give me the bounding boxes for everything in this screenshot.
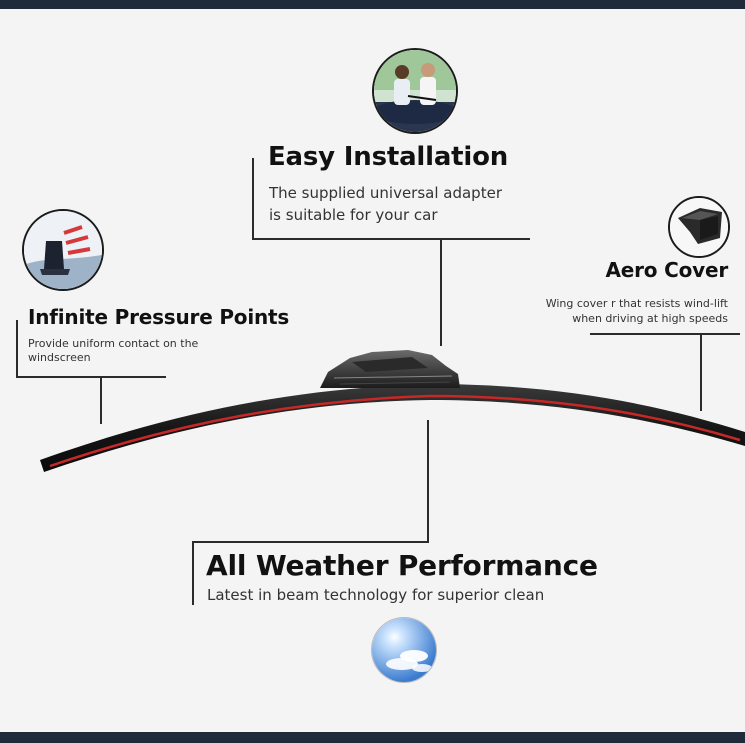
easy-installation-bracket-vertical <box>252 158 254 240</box>
pressure-bracket-horizontal <box>16 376 166 378</box>
easy-installation-title: Easy Installation <box>268 142 509 172</box>
bottom-frame-bar <box>0 732 745 743</box>
all-weather-description: Latest in beam technology for superior c… <box>207 586 545 604</box>
aero-cover-desc-line2: when driving at high speeds <box>572 312 728 325</box>
easy-installation-desc-line2: is suitable for your car <box>269 206 438 224</box>
infinite-pressure-title: Infinite Pressure Points <box>28 305 290 329</box>
blade-red-strip <box>49 394 741 468</box>
pressure-bracket-vertical <box>16 320 18 378</box>
aero-cover-title: Aero Cover <box>605 258 729 282</box>
aero-cover-bracket-horizontal <box>590 333 740 335</box>
all-weather-bracket-vertical <box>192 541 194 605</box>
infinite-pressure-desc-line1: Provide uniform contact on the <box>28 337 199 350</box>
infinite-pressure-description: Provide uniform contact on the windscree… <box>28 337 198 365</box>
easy-installation-leader-line <box>440 240 442 346</box>
top-frame-bar <box>0 0 745 9</box>
blade-body <box>40 384 745 472</box>
easy-installation-description: The supplied universal adapter is suitab… <box>269 182 502 226</box>
aero-cover-icon <box>668 196 730 258</box>
all-weather-leader-line <box>427 420 429 542</box>
pressure-leader-line <box>100 378 102 424</box>
easy-installation-bracket-horizontal <box>252 238 530 240</box>
people-installing-wiper-photo <box>372 48 458 134</box>
aero-cover-description: Wing cover r that resists wind-lift when… <box>546 296 728 326</box>
sky-clouds-icon <box>371 617 437 683</box>
aero-cover-desc-line1: Wing cover r that resists wind-lift <box>545 297 728 310</box>
easy-installation-desc-line1: The supplied universal adapter <box>269 184 502 202</box>
aero-cover-leader-line <box>700 335 702 411</box>
infinite-pressure-desc-line2: windscreen <box>28 351 91 364</box>
all-weather-bracket-horizontal <box>192 541 429 543</box>
all-weather-title: All Weather Performance <box>206 549 598 582</box>
pressure-points-icon <box>22 209 104 291</box>
